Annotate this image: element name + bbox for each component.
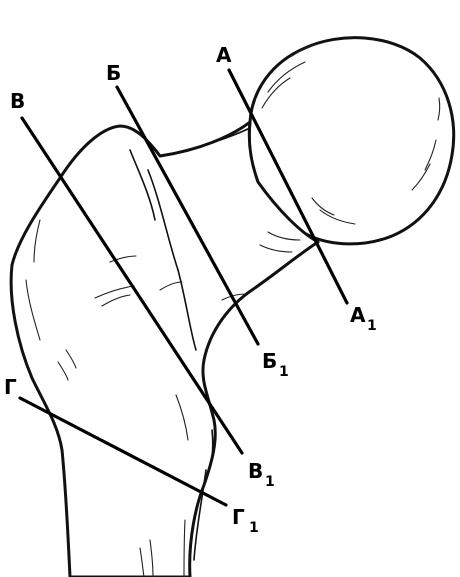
label-b-start: Б (106, 61, 121, 85)
label-g-end-subscript: 1 (249, 520, 259, 536)
label-v-end: В (248, 459, 263, 483)
label-a-start: А (216, 43, 232, 67)
label-a-end: А (350, 303, 366, 327)
label-g-start: Г (4, 375, 17, 399)
label-b-end: Б (262, 349, 277, 373)
label-v-end-subscript: 1 (265, 474, 275, 490)
label-v-start: В (10, 89, 25, 113)
label-a-end-subscript: 1 (367, 318, 377, 334)
label-b-end-subscript: 1 (279, 364, 289, 380)
label-g-end: Г (232, 505, 245, 529)
